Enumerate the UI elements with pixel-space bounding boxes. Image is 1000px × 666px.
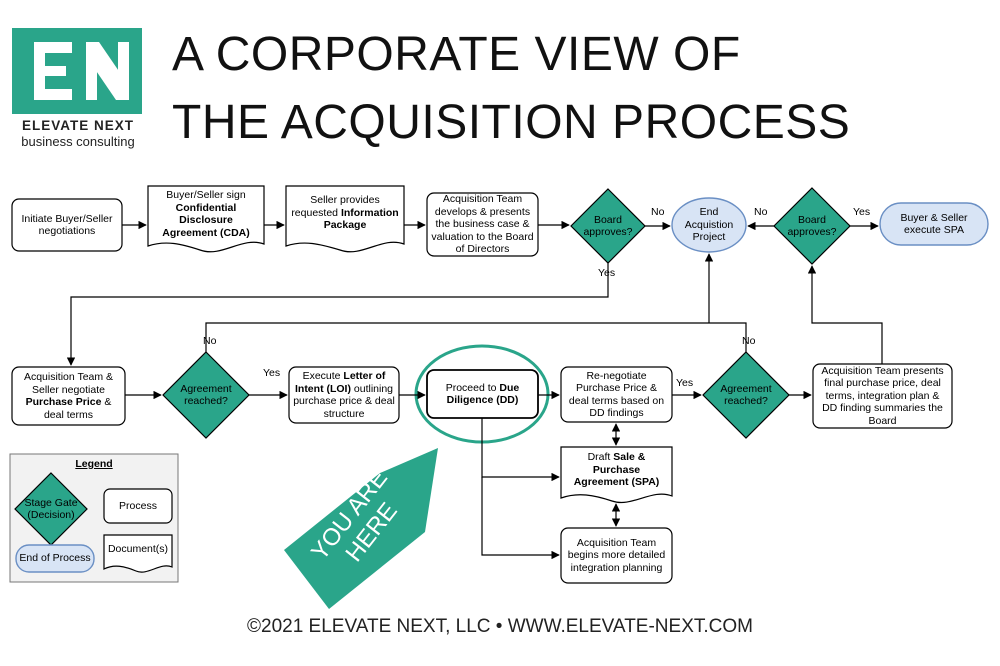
connector-arrow [481,477,560,560]
edge-label-yes: Yes [676,377,694,389]
decision-diamond [773,187,851,265]
legend-process-label: Process [119,499,157,512]
legend-end-of-process-label: End of Process [19,552,91,565]
edge-label-no: No [754,206,768,218]
title-line-1: A CORPORATE VIEW OF [172,28,741,81]
edge-label-no: No [651,206,665,218]
edge-label-no: No [203,335,217,347]
logo-tagline: business consulting [21,134,135,149]
document-box [285,185,405,253]
legend-process-box [103,488,173,524]
end-terminator [671,197,747,253]
edge-label-yes: Yes [263,367,281,379]
process-box [560,527,673,584]
edge-label-no: No [742,335,756,347]
decision-diamond [702,351,790,439]
decision-diamond [162,351,250,439]
footer-copyright: ©2021 ELEVATE NEXT, LLC • WWW.ELEVATE-NE… [247,616,753,637]
edge-label-yes: Yes [853,206,871,218]
edge-label-yes: Yes [598,267,616,279]
connector-arrow [66,263,609,366]
elevate-next-logo [12,28,142,114]
connector-arrow [481,418,560,482]
legend-stage-gate-label: Stage Gate(Decision) [24,496,78,522]
document-box [560,446,673,504]
legend-title: Legend [75,458,113,470]
legend-end-terminator [15,544,95,573]
process-box [11,366,126,426]
logo-name: ELEVATE NEXT [21,118,134,133]
end-terminator [879,202,989,246]
document-box [147,185,265,253]
legend-documents-label: Document(s) [107,542,169,555]
connector-arrow [807,265,883,364]
legend-document-box [103,534,173,573]
you-are-here-arrow [284,448,438,609]
connector-line [205,322,747,352]
title-line-2: THE ACQUISITION PROCESS [172,96,851,149]
